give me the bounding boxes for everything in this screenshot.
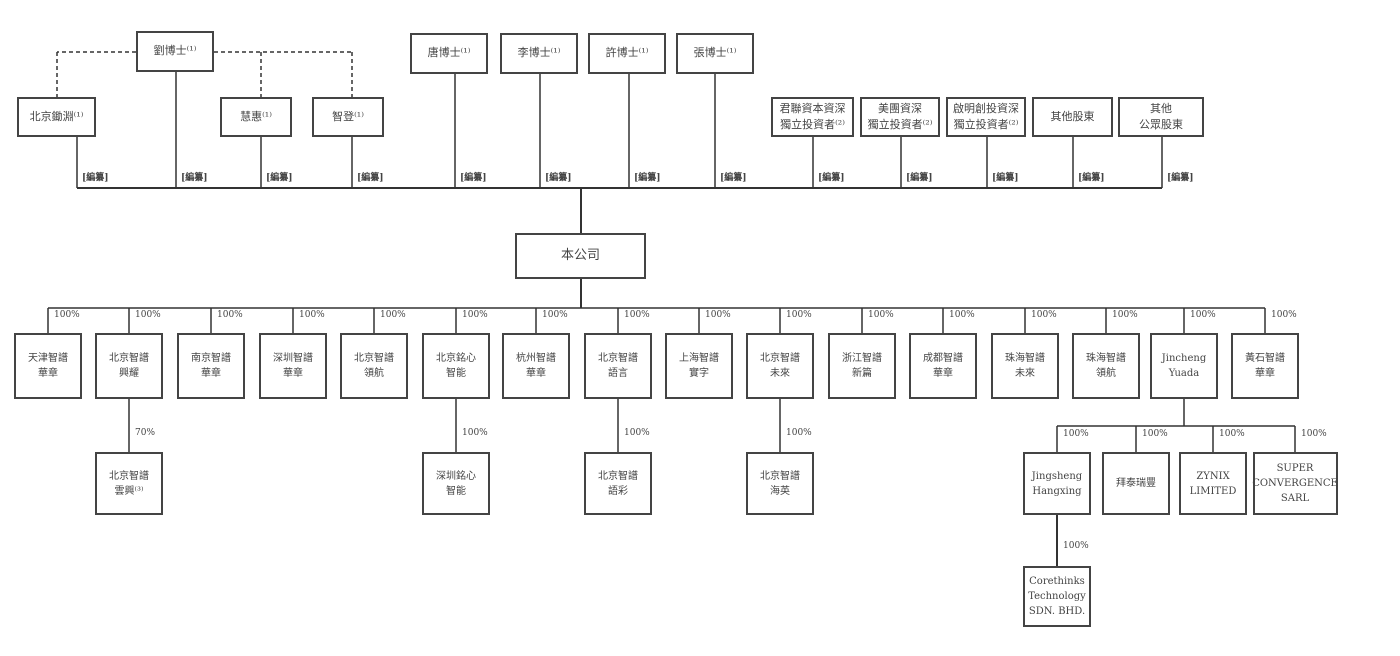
- subsidiary-box: 北京智譜 語言: [584, 333, 652, 399]
- ownership-percentage-label: 100%: [705, 310, 731, 320]
- third-level-subsidiary-box: Corethinks Technology SDN. BHD.: [1023, 566, 1091, 627]
- holding-percentage-label: [編纂]: [1167, 173, 1194, 183]
- ownership-percentage-label: 100%: [949, 310, 975, 320]
- subsidiary-box: Jincheng Yuada: [1150, 333, 1218, 399]
- holding-percentage-label: [編纂]: [992, 173, 1019, 183]
- ownership-percentage-label: 100%: [1301, 429, 1327, 439]
- company-box: 本公司: [515, 233, 646, 279]
- ownership-percentage-label: 100%: [1142, 429, 1168, 439]
- subsidiary-box: 杭州智譜 華章: [502, 333, 570, 399]
- ownership-percentage-label: 70%: [135, 428, 156, 438]
- ownership-percentage-label: 100%: [1271, 310, 1297, 320]
- second-level-subsidiary-box: 北京智譜 語彩: [584, 452, 652, 515]
- holding-percentage-label: [編纂]: [266, 173, 293, 183]
- controlled-entity-box: 智登⁽¹⁾: [312, 97, 384, 137]
- holding-percentage-label: [編纂]: [906, 173, 933, 183]
- holding-percentage-label: [編纂]: [357, 173, 384, 183]
- holding-percentage-label: [編纂]: [634, 173, 661, 183]
- ownership-percentage-label: 100%: [1219, 429, 1245, 439]
- holding-percentage-label: [編纂]: [460, 173, 487, 183]
- ownership-percentage-label: 100%: [1063, 541, 1089, 551]
- investor-box: 其他 公眾股東: [1118, 97, 1204, 137]
- investor-box: 其他股東: [1032, 97, 1113, 137]
- ownership-percentage-label: 100%: [217, 310, 243, 320]
- investor-box: 啟明創投資深 獨立投資者⁽²⁾: [946, 97, 1026, 137]
- second-level-subsidiary-box: 北京智譜 海英: [746, 452, 814, 515]
- subsidiary-box: 成都智譜 華章: [909, 333, 977, 399]
- ownership-percentage-label: 100%: [786, 310, 812, 320]
- subsidiary-box: 北京智譜 興耀: [95, 333, 163, 399]
- jincheng-subsidiary-box: Jingsheng Hangxing: [1023, 452, 1091, 515]
- ownership-percentage-label: 100%: [462, 428, 488, 438]
- ownership-percentage-label: 100%: [868, 310, 894, 320]
- jincheng-subsidiary-box: SUPER CONVERGENCE SARL: [1252, 452, 1338, 515]
- ownership-percentage-label: 100%: [54, 310, 80, 320]
- subsidiary-box: 上海智譜 實字: [665, 333, 733, 399]
- ownership-percentage-label: 100%: [1063, 429, 1089, 439]
- second-level-subsidiary-box: 深圳銘心 智能: [422, 452, 490, 515]
- subsidiary-box: 深圳智譜 華章: [259, 333, 327, 399]
- shareholder-box: 李博士⁽¹⁾: [500, 33, 578, 74]
- subsidiary-box: 天津智譜 華章: [14, 333, 82, 399]
- second-level-subsidiary-box: 北京智譜 雲興⁽³⁾: [95, 452, 163, 515]
- ownership-percentage-label: 100%: [624, 428, 650, 438]
- holding-percentage-label: [編纂]: [720, 173, 747, 183]
- shareholder-box: 張博士⁽¹⁾: [676, 33, 754, 74]
- ownership-percentage-label: 100%: [1031, 310, 1057, 320]
- jincheng-subsidiary-box: 拜泰瑞豐: [1102, 452, 1170, 515]
- subsidiary-box: 南京智譜 華章: [177, 333, 245, 399]
- shareholder-box: 唐博士⁽¹⁾: [410, 33, 488, 74]
- investor-box: 君聯資本資深 獨立投資者⁽²⁾: [771, 97, 854, 137]
- holding-percentage-label: [編纂]: [1078, 173, 1105, 183]
- shareholder-box: 劉博士⁽¹⁾: [136, 31, 214, 72]
- subsidiary-box: 北京智譜 未來: [746, 333, 814, 399]
- subsidiary-box: 北京智譜 領航: [340, 333, 408, 399]
- ownership-percentage-label: 100%: [542, 310, 568, 320]
- subsidiary-box: 浙江智譜 新篇: [828, 333, 896, 399]
- ownership-percentage-label: 100%: [624, 310, 650, 320]
- subsidiary-box: 珠海智譜 未來: [991, 333, 1059, 399]
- investor-box: 美團資深 獨立投資者⁽²⁾: [860, 97, 940, 137]
- ownership-percentage-label: 100%: [1190, 310, 1216, 320]
- controlled-entity-box: 慧惠⁽¹⁾: [220, 97, 292, 137]
- ownership-percentage-label: 100%: [135, 310, 161, 320]
- shareholder-box: 許博士⁽¹⁾: [588, 33, 666, 74]
- ownership-percentage-label: 100%: [786, 428, 812, 438]
- ownership-percentage-label: 100%: [462, 310, 488, 320]
- ownership-percentage-label: 100%: [299, 310, 325, 320]
- holding-percentage-label: [編纂]: [818, 173, 845, 183]
- holding-percentage-label: [編纂]: [545, 173, 572, 183]
- subsidiary-box: 珠海智譜 領航: [1072, 333, 1140, 399]
- controlled-entity-box: 北京鋤淵⁽¹⁾: [17, 97, 96, 137]
- holding-percentage-label: [編纂]: [82, 173, 109, 183]
- ownership-percentage-label: 100%: [1112, 310, 1138, 320]
- jincheng-subsidiary-box: ZYNIX LIMITED: [1179, 452, 1247, 515]
- subsidiary-box: 黃石智譜 華章: [1231, 333, 1299, 399]
- ownership-percentage-label: 100%: [380, 310, 406, 320]
- subsidiary-box: 北京銘心 智能: [422, 333, 490, 399]
- holding-percentage-label: [編纂]: [181, 173, 208, 183]
